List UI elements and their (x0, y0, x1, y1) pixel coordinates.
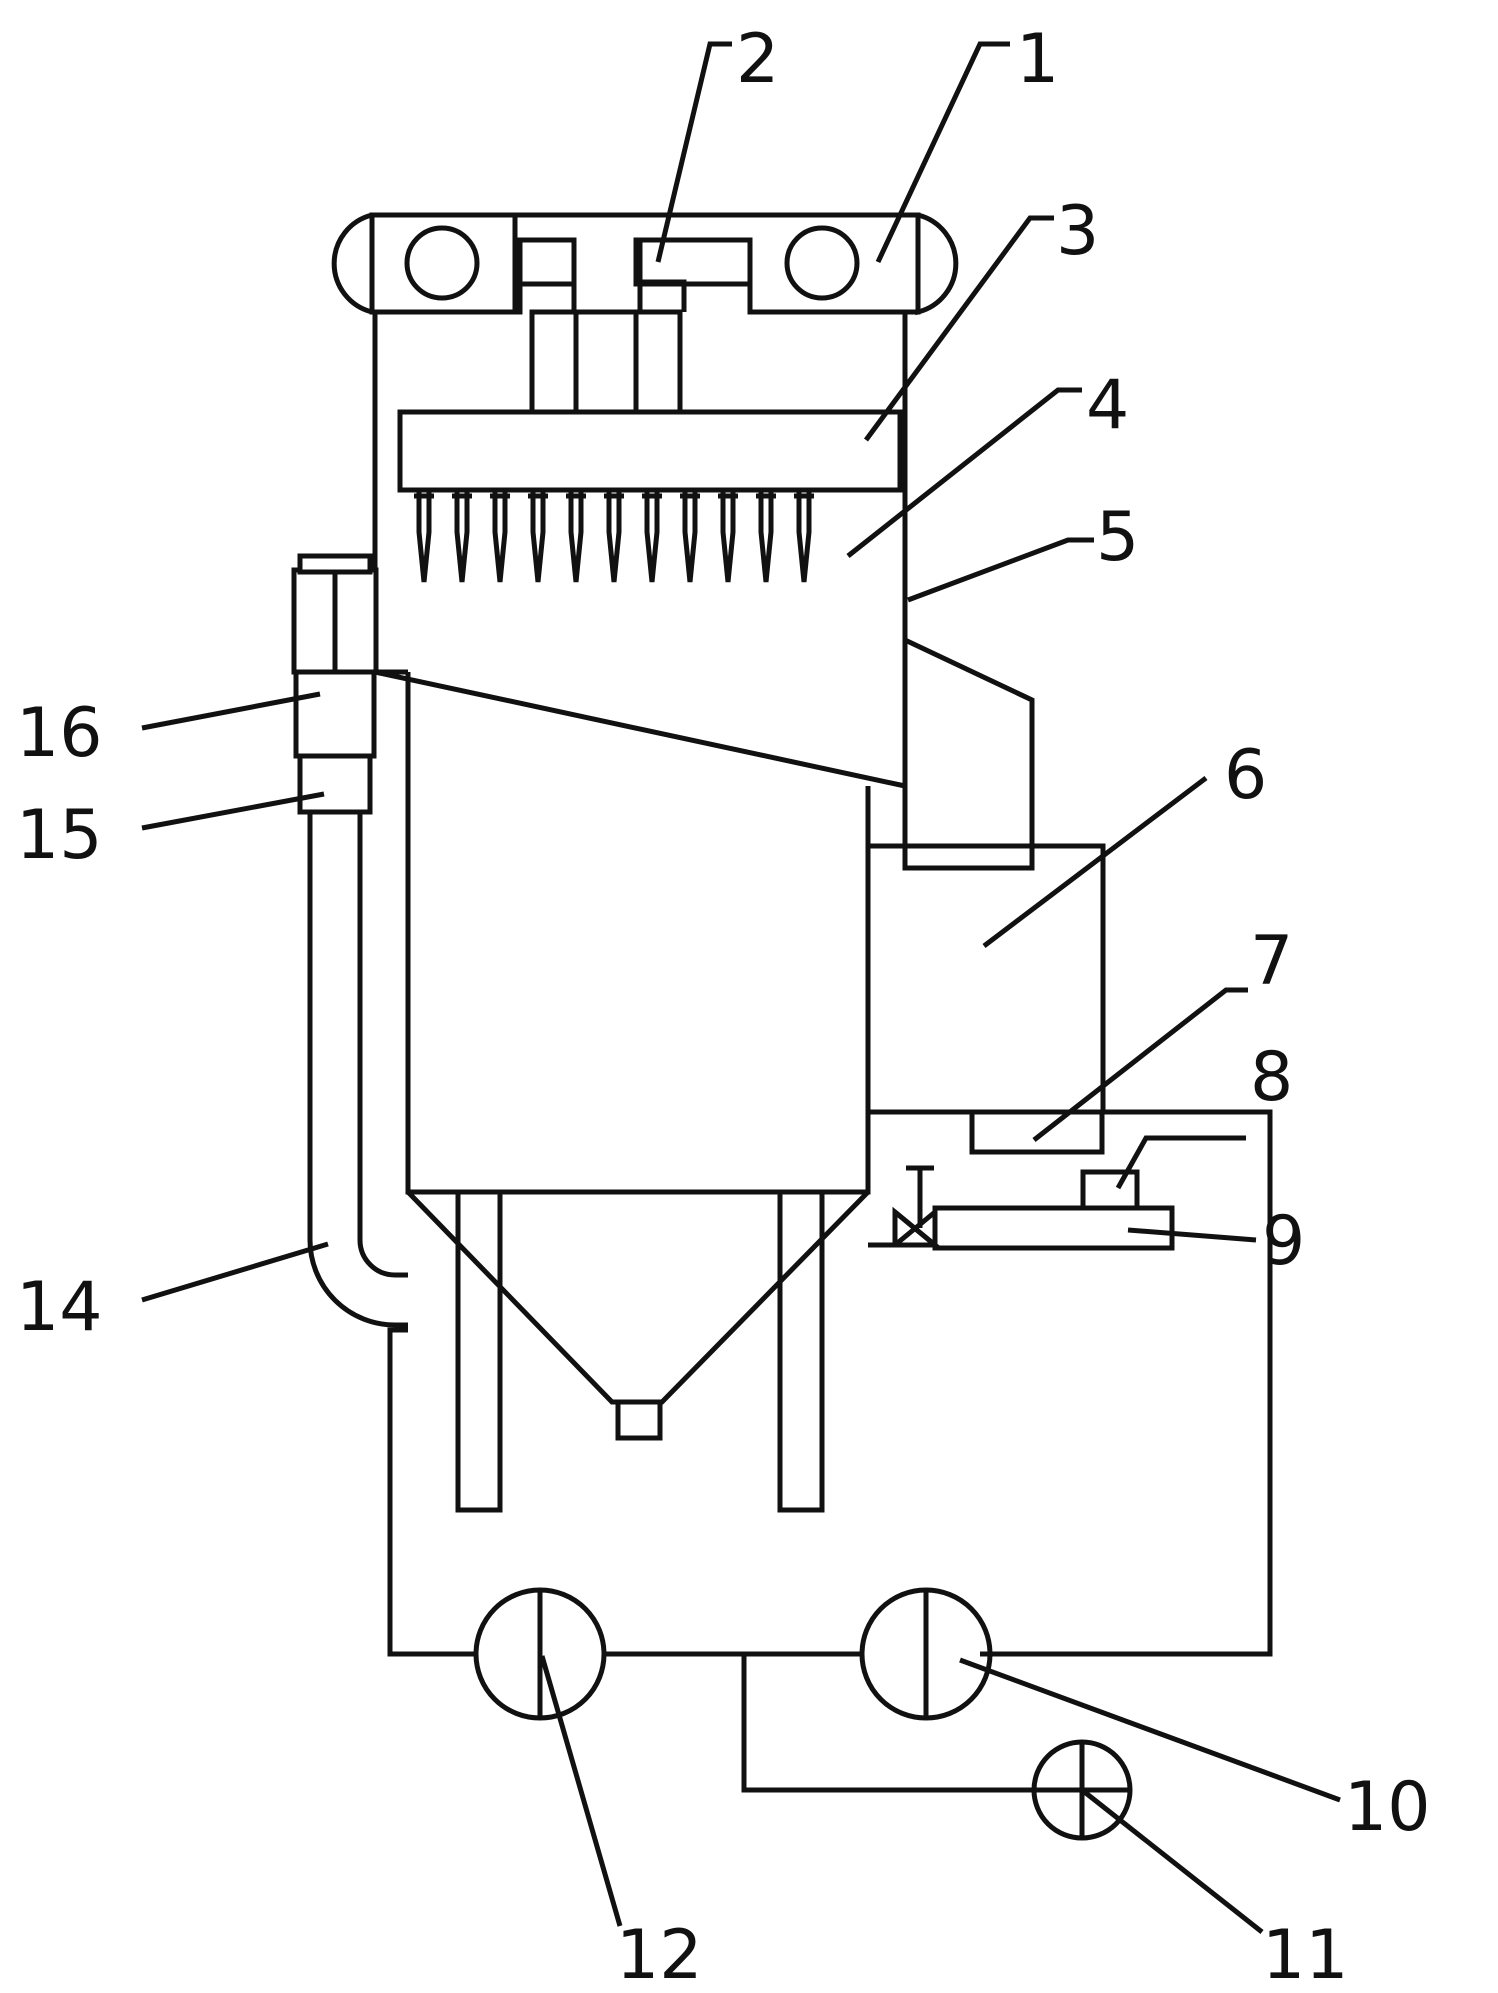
needle (758, 487, 774, 583)
collection-box (868, 843, 1106, 1155)
label-14: 14 (16, 1268, 103, 1347)
right-cylinder-rod (633, 309, 683, 415)
leader-10 (959, 1657, 1341, 1803)
left-rail-end (331, 212, 375, 316)
sensor-block (1080, 1169, 1140, 1211)
outlet-chute (902, 636, 1035, 871)
right-cylinder-step (633, 240, 687, 312)
left-cylinder-rod (529, 309, 579, 415)
label-7: 7 (1250, 922, 1293, 1001)
branch-pipe (741, 1654, 1034, 1793)
label-16: 16 (16, 694, 103, 773)
needle (796, 487, 812, 583)
needle-plate-assembly (397, 409, 903, 583)
hopper-cone (406, 1190, 870, 1405)
right-rail-end (915, 212, 959, 316)
needle (682, 487, 698, 583)
leader-14 (141, 1241, 329, 1303)
box-body (868, 843, 1106, 1115)
leader-16 (141, 691, 321, 731)
label-11: 11 (1262, 1916, 1349, 1993)
leader-5 (907, 537, 1094, 603)
label-10: 10 (1344, 1768, 1431, 1847)
right-cylinder-head (633, 237, 753, 287)
needle-row (414, 487, 814, 583)
leader-2 (655, 41, 732, 263)
needle (454, 487, 470, 583)
leader-4 (846, 387, 1082, 558)
left-cylinder-head (517, 237, 577, 287)
inclined-screen (374, 669, 906, 789)
leader-11 (1080, 1788, 1264, 1934)
top-rail-assembly (331, 212, 959, 316)
needle (606, 487, 622, 583)
right-roller (784, 225, 860, 301)
collection-tank (405, 672, 871, 1513)
leader-6 (982, 776, 1208, 948)
label-1: 1 (1016, 20, 1059, 99)
label-2: 2 (736, 20, 779, 99)
pump-circuit (387, 1327, 1133, 1841)
left-pump-inlet (387, 1327, 476, 1657)
leader-8 (1115, 1135, 1246, 1190)
pipe-connector (297, 753, 373, 815)
return-pipe (868, 1109, 1273, 1657)
side-pipe-assembly (291, 553, 408, 1328)
needle-plate (397, 409, 903, 493)
pipe-coupling (293, 669, 377, 759)
label-5: 5 (1096, 498, 1139, 577)
needle (720, 487, 736, 583)
label-9: 9 (1262, 1202, 1305, 1281)
needle (568, 487, 584, 583)
leader-1 (875, 41, 1010, 264)
hopper-outlet (615, 1399, 663, 1441)
leader-15 (141, 791, 325, 831)
right-pipe-loop (868, 1109, 1273, 1657)
leader-7 (1032, 987, 1248, 1142)
leader-9 (1127, 1227, 1257, 1243)
label-3: 3 (1056, 192, 1099, 271)
filter-cap (297, 553, 373, 575)
pipe-outer (307, 812, 408, 1328)
pipe-inner (357, 812, 408, 1278)
drive-cylinders (517, 237, 753, 415)
tank-body (405, 672, 871, 1195)
left-leg (455, 1189, 503, 1513)
label-4: 4 (1086, 366, 1129, 445)
right-leg (777, 1189, 825, 1513)
left-rail-block (372, 212, 518, 312)
needle (530, 487, 546, 583)
needle (492, 487, 508, 583)
leader-3 (863, 215, 1054, 442)
discharge-pipe (932, 1205, 1175, 1251)
box-base-block (969, 1109, 1105, 1155)
valve-cross (893, 1210, 937, 1247)
label-8: 8 (1250, 1038, 1293, 1117)
valve-handle (906, 1165, 934, 1228)
leader-lines (141, 41, 1341, 1934)
leader-12 (539, 1655, 623, 1927)
label-12: 12 (616, 1916, 703, 1993)
part-labels: 1 2 3 4 5 6 7 8 9 10 11 12 14 15 16 (16, 20, 1431, 1993)
label-15: 15 (16, 796, 103, 875)
label-6: 6 (1224, 736, 1267, 815)
needle (644, 487, 660, 583)
needle (416, 487, 432, 583)
left-roller (404, 225, 480, 301)
